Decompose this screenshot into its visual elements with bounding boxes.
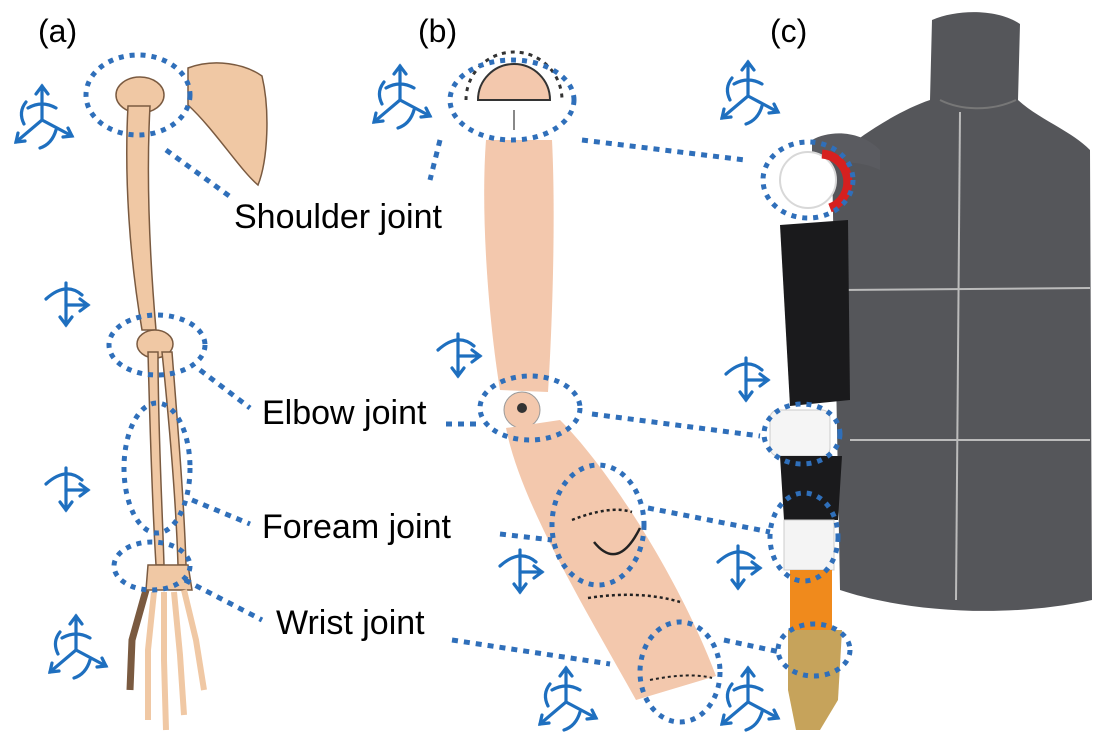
- wrist-dof-icon-b: [538, 666, 598, 732]
- elbow-ring-c: [761, 401, 843, 467]
- shoulder-leader-a: [164, 147, 234, 201]
- forearm-dof-icon-c: [716, 544, 762, 590]
- shoulder-leader-b2: [581, 137, 746, 163]
- wrist-dof-icon-a: [48, 614, 108, 680]
- forearm-leader-a: [191, 497, 251, 527]
- wrist-joint-label: Wrist joint: [276, 604, 425, 642]
- elbow-ring-a: [106, 312, 208, 378]
- wrist-ring-c: [775, 621, 853, 679]
- panel-b-label: (b): [418, 13, 457, 49]
- elbow-leader-a: [198, 368, 252, 410]
- panel-c-label: (c): [770, 13, 807, 49]
- panel-a-label: (a): [38, 13, 77, 49]
- forearm-leader-b2: [647, 505, 771, 535]
- wrist-leader-b2: [723, 637, 781, 655]
- forearm-ring-c: [767, 490, 841, 584]
- mannequin-photo: [769, 12, 1092, 730]
- elbow-dof-icon-c: [724, 356, 770, 402]
- shoulder-ring-c: [760, 139, 856, 221]
- shoulder-dof-icon-c: [720, 60, 780, 126]
- shoulder-joint-label: Shoulder joint: [234, 198, 442, 236]
- forearm-joint-label: Foream joint: [262, 508, 452, 546]
- forearm-dof-icon-a: [44, 466, 90, 512]
- shoulder-dof-icon-b: [372, 64, 432, 130]
- shoulder-leader-b1: [427, 139, 443, 181]
- elbow-dof-icon-a: [44, 281, 90, 327]
- elbow-ring-b: [477, 373, 583, 443]
- wrist-ring-a: [111, 539, 193, 593]
- shoulder-ring-b: [447, 57, 577, 143]
- elbow-leader-b2: [591, 411, 761, 439]
- wrist-leader-a: [183, 577, 264, 623]
- skeleton-arm: [115, 62, 268, 731]
- wrist-dof-icon-c: [720, 666, 780, 732]
- forearm-ring-a: [121, 400, 193, 536]
- shoulder-ring-a: [83, 52, 193, 138]
- shoulder-dof-icon-a: [14, 84, 74, 150]
- elbow-joint-label: Elbow joint: [262, 394, 427, 432]
- elbow-dof-icon-b: [436, 332, 482, 378]
- forearm-ring-b: [549, 462, 647, 588]
- forearm-dof-icon-b: [498, 548, 544, 594]
- forearm-leader-b1: [499, 531, 553, 543]
- wrist-ring-b: [637, 619, 723, 725]
- prosthesis-model: [464, 50, 716, 700]
- wrist-leader-b1: [451, 637, 611, 667]
